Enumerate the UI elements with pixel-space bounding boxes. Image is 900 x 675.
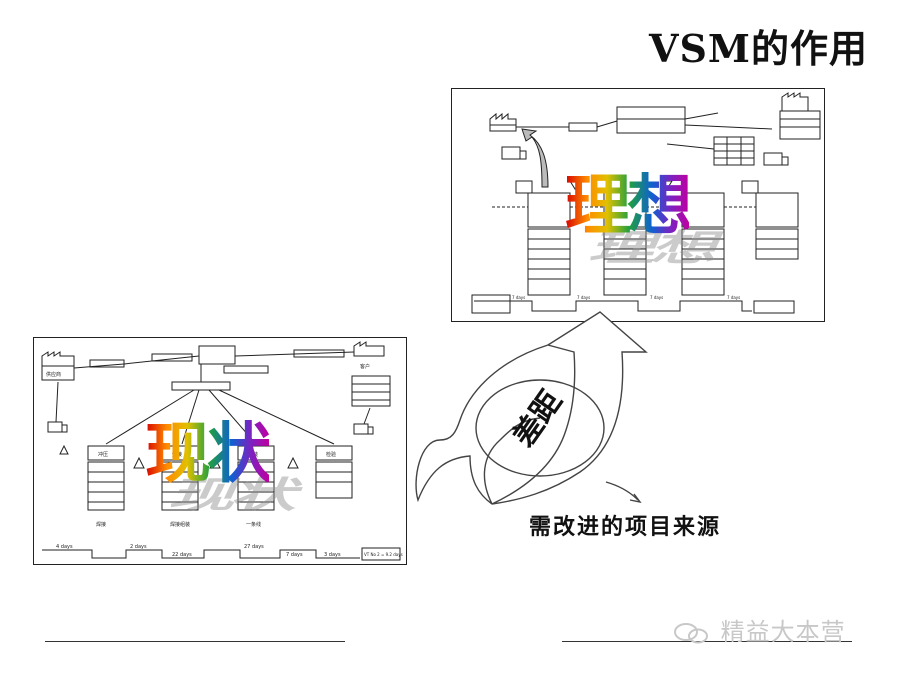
line-label: 焊接 bbox=[96, 521, 106, 528]
process-label: 焊接 bbox=[172, 451, 182, 458]
customer-label: 客户 bbox=[360, 363, 370, 370]
timeline-label: 4 days bbox=[56, 544, 73, 550]
process-label: 检验 bbox=[326, 451, 336, 458]
supplier-label: 供应商 bbox=[46, 371, 61, 378]
future-state-diagram: 7 days 7 days 7 days 7 days bbox=[471, 92, 821, 314]
current-state-word: 现状 bbox=[145, 414, 273, 492]
watermark: 精益大本营 bbox=[672, 612, 846, 647]
timeline-label: 3 days bbox=[324, 552, 341, 558]
current-state-diagram: 供应商 客户 冲压 焊接 组装 检验 焊接 焊接组装 一条线 4 days 2 … bbox=[41, 341, 403, 561]
line-label: 焊接组装 bbox=[170, 521, 190, 528]
improvement-source-label: 需改进的项目来源 bbox=[529, 514, 722, 540]
watermark-text: 精益大本营 bbox=[720, 618, 846, 646]
process-label: 冲压 bbox=[98, 451, 108, 458]
wechat-icon bbox=[672, 621, 712, 645]
process-label: 组装 bbox=[248, 451, 258, 458]
gap-label: 差距 bbox=[506, 384, 570, 454]
timeline-label: 2 days bbox=[130, 544, 147, 550]
ideal-state-word: 理想 bbox=[565, 166, 693, 244]
line-label: 一条线 bbox=[246, 521, 261, 528]
future-state-map: 7 days 7 days 7 days 7 days bbox=[451, 88, 825, 322]
footer-divider-right bbox=[562, 641, 852, 642]
future-timeline-label: 7 days bbox=[650, 295, 663, 300]
timeline-label: 7 days bbox=[286, 552, 303, 558]
current-state-map: 供应商 客户 冲压 焊接 组装 检验 焊接 焊接组装 一条线 4 days 2 … bbox=[33, 337, 407, 565]
timeline-label: 22 days bbox=[172, 552, 192, 558]
future-timeline-label: 7 days bbox=[577, 295, 590, 300]
footer-divider-left bbox=[45, 641, 345, 642]
lead-time-label: VT No 2 = 9.2 days bbox=[364, 552, 403, 557]
future-timeline-label: 7 days bbox=[512, 295, 525, 300]
future-timeline-label: 7 days bbox=[727, 295, 740, 300]
slide-title: VSM的作用 bbox=[649, 26, 868, 71]
timeline-label: 27 days bbox=[244, 544, 264, 550]
